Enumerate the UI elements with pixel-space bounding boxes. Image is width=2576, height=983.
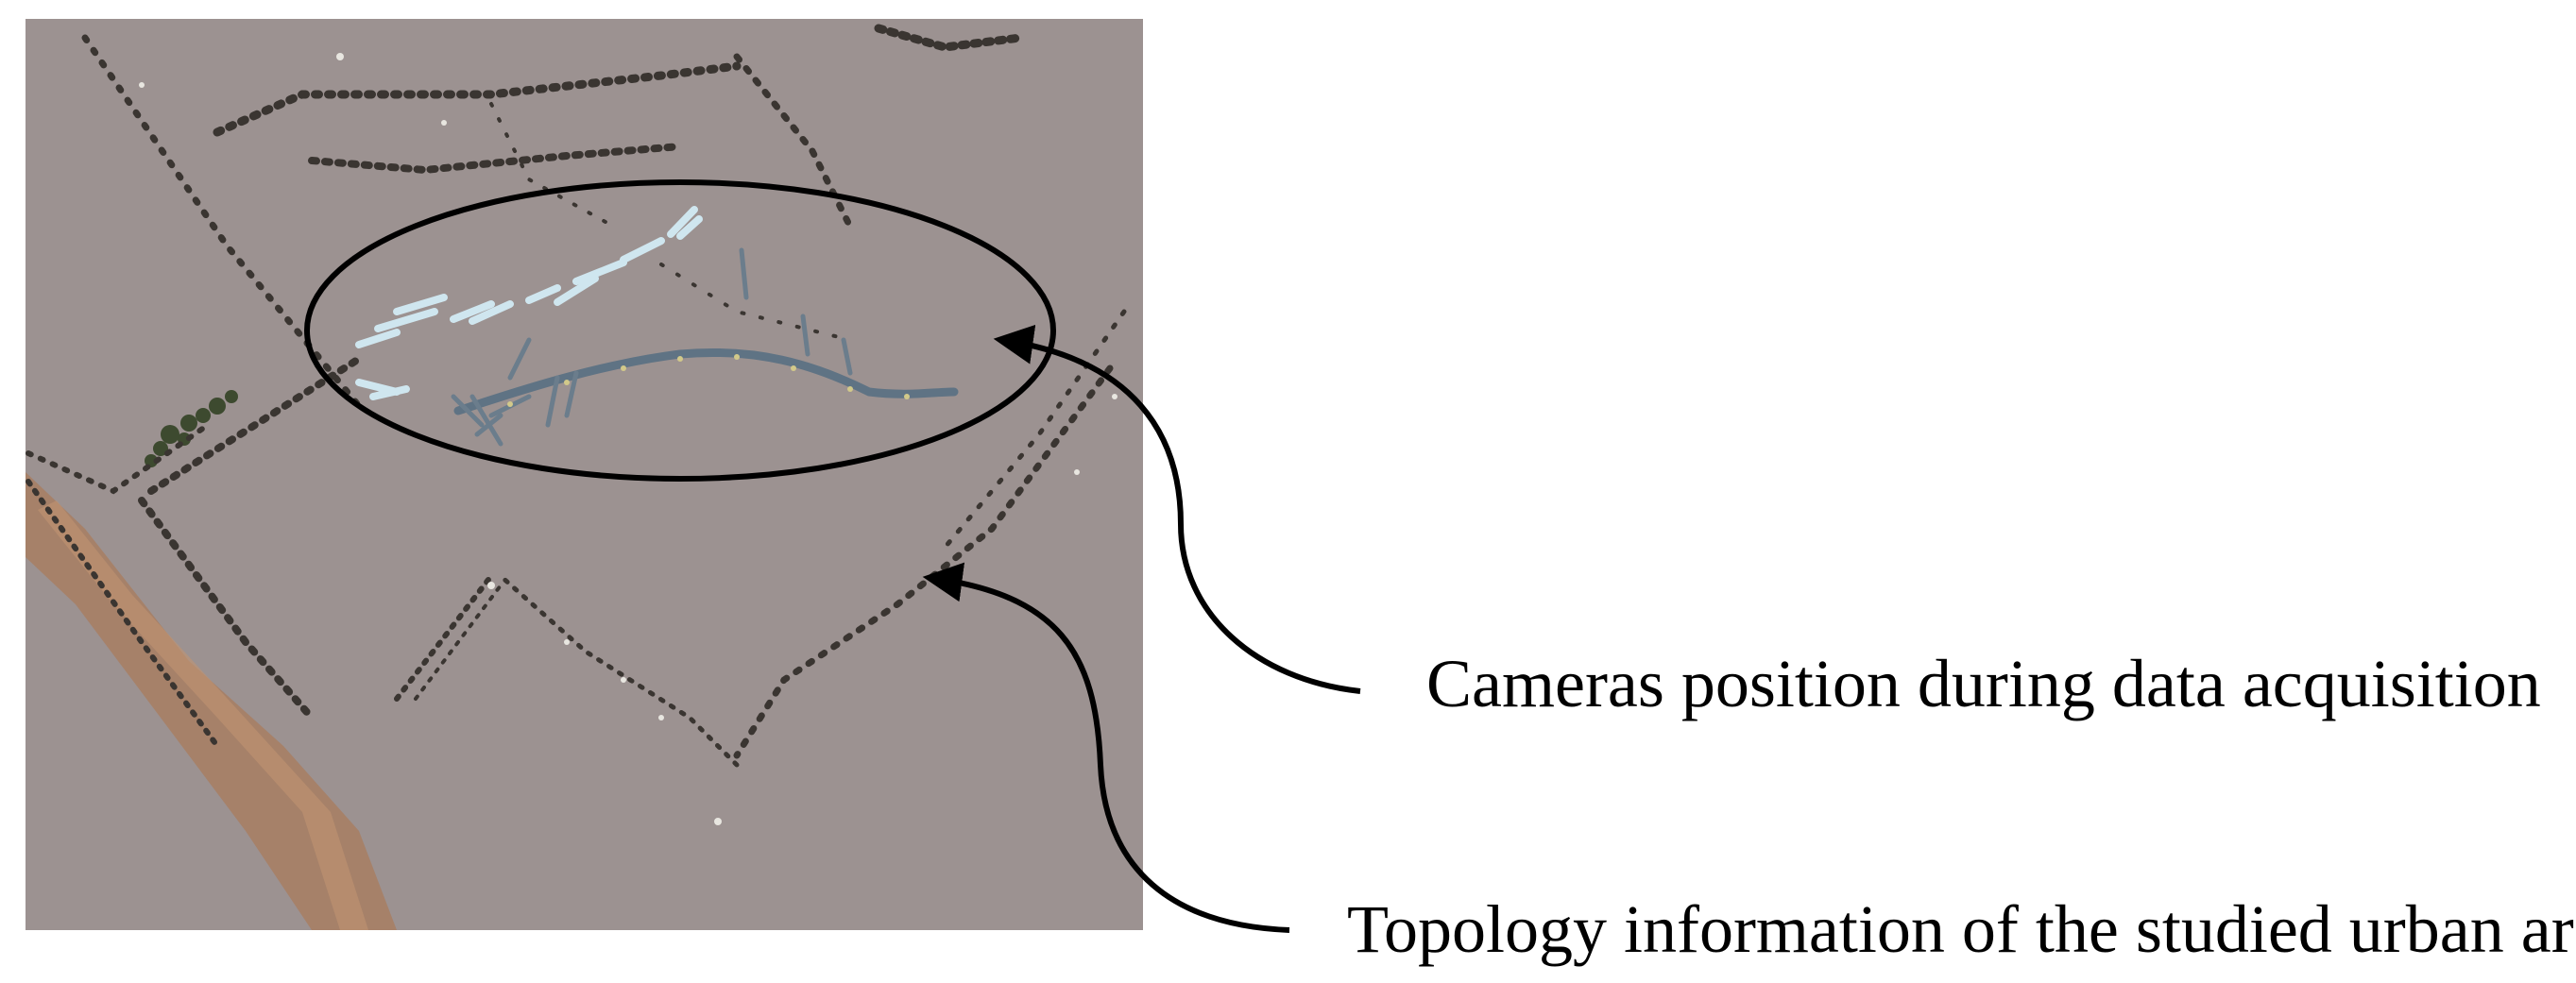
ground-strip-inner [38,500,368,930]
point-structures [26,24,1127,768]
light-points [139,53,1117,825]
cameras-label: Cameras position during data acquisition [1426,646,2541,721]
point-cloud-image [26,19,1143,930]
trajectory-sticks [451,247,853,447]
camera-markers [355,206,703,400]
topology-label: Topology information of the studied urba… [1347,891,2576,967]
cameras-arrow [993,324,1361,694]
trajectory-points [507,354,910,407]
topology-arrow [922,562,1290,933]
trajectory-path [453,347,959,415]
highlight-ellipse [304,179,1056,482]
